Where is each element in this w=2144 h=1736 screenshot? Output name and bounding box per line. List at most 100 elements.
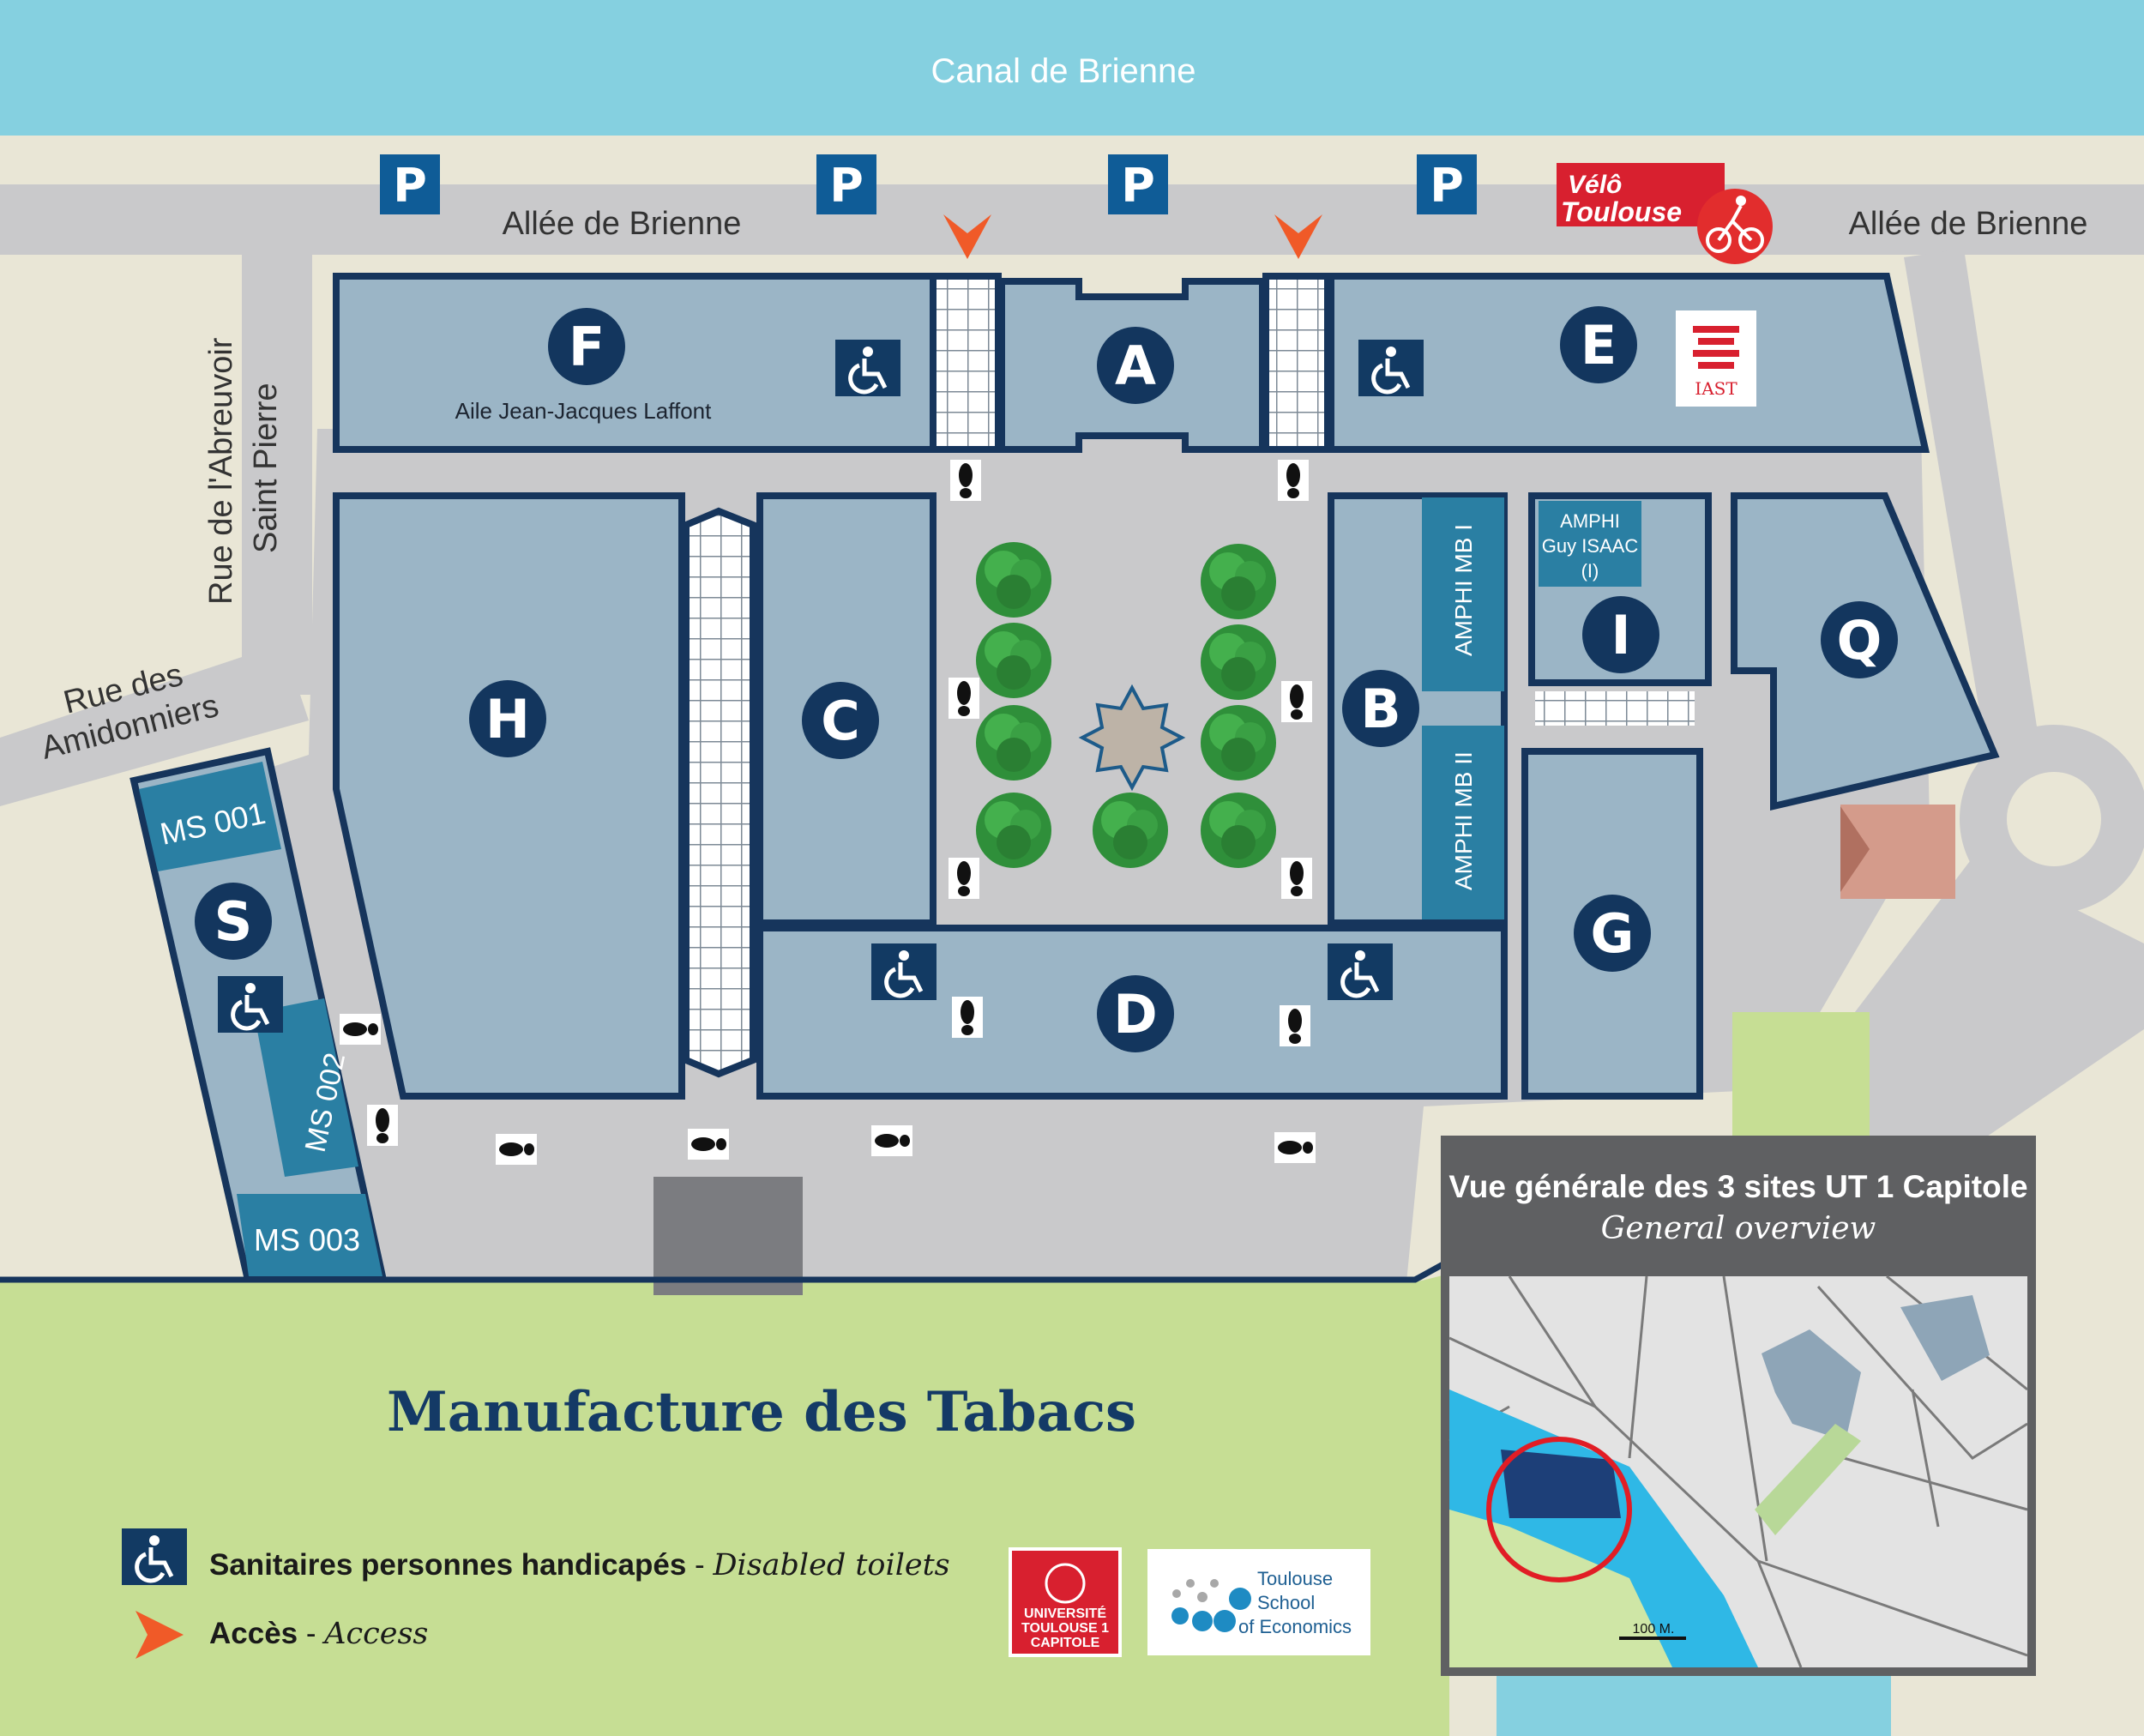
svg-text:UNIVERSITÉ: UNIVERSITÉ (1024, 1605, 1106, 1621)
tree (1201, 624, 1276, 700)
svg-text:School: School (1257, 1592, 1315, 1613)
tree (976, 623, 1051, 698)
letter-E[interactable]: E (1560, 306, 1637, 383)
entrance-foot-icon (950, 460, 981, 501)
entrance-foot-icon (1278, 460, 1309, 501)
tree (976, 793, 1051, 868)
tree (1201, 793, 1276, 868)
stairs-west (930, 273, 1002, 453)
svg-text:Q: Q (1837, 609, 1882, 672)
gate-block (653, 1177, 803, 1295)
abreuvoir-road (242, 249, 312, 695)
svg-text:MS 003: MS 003 (254, 1222, 360, 1257)
stairs-east (1262, 273, 1331, 453)
parking-sign-4: P (1417, 154, 1477, 214)
building-H[interactable] (333, 492, 685, 1100)
tree (976, 542, 1051, 618)
amphi-mb2 (1422, 726, 1504, 919)
canal-label: Canal de Brienne (930, 52, 1195, 90)
svg-text:P: P (393, 159, 427, 213)
overview-subtitle: General overview (1601, 1211, 1876, 1246)
overview-inset: Vue générale des 3 sites UT 1 Capitole G… (1441, 1136, 2036, 1676)
svg-text:P: P (1121, 159, 1155, 213)
tse-logo: Toulouse School of Economics (1147, 1549, 1370, 1655)
svg-text:Toulouse: Toulouse (1257, 1568, 1333, 1589)
entrance-foot-icon (340, 1014, 381, 1045)
river (1497, 1673, 1891, 1736)
letter-F[interactable]: F (548, 308, 625, 385)
letter-A[interactable]: A (1097, 327, 1174, 404)
entrance-foot-icon (688, 1129, 729, 1160)
east-road (1904, 249, 2041, 772)
amphi-isaac (1539, 501, 1641, 587)
letter-B[interactable]: B (1342, 670, 1419, 747)
svg-text:G: G (1591, 902, 1635, 965)
ut1-capitole-logo: UNIVERSITÉ TOULOUSE 1 CAPITOLE (1009, 1547, 1122, 1657)
entrance-foot-icon (952, 997, 983, 1038)
parking-sign-3: P (1108, 154, 1168, 214)
wheelchair-icon-e (1358, 340, 1424, 396)
canal (0, 0, 2144, 136)
svg-text:D: D (1113, 983, 1157, 1046)
legend-access-arrow-icon (136, 1611, 184, 1659)
wheelchair-icon-f (835, 340, 900, 396)
access-arrow-east (1274, 214, 1322, 259)
svg-text:C: C (821, 690, 860, 752)
svg-text:P: P (829, 159, 864, 213)
svg-text:AMPHI MB II: AMPHI MB II (1450, 751, 1477, 890)
amphi-mb1 (1422, 497, 1504, 691)
svg-text:F: F (569, 316, 605, 378)
letter-I[interactable]: I (1582, 596, 1659, 673)
svg-text:H: H (485, 688, 530, 750)
svg-text:AMPHI: AMPHI (1560, 510, 1620, 532)
entrance-foot-icon (1280, 1005, 1310, 1046)
legend-access: Accès - Access (209, 1617, 428, 1651)
iast-logo: IAST (1676, 310, 1756, 407)
ms003-block (237, 1194, 382, 1276)
ms002-block (254, 998, 358, 1177)
bike-icon (1697, 189, 1773, 264)
svg-text:P: P (1430, 159, 1464, 213)
velo-toulouse-logo: Vélô Toulouse (1557, 163, 1725, 227)
ms001-block (139, 762, 281, 871)
access-arrow-west (943, 214, 991, 259)
abreuvoir-label-1: Rue de l'Abreuvoir (203, 337, 239, 605)
svg-text:AMPHI MB I: AMPHI MB I (1450, 524, 1477, 656)
letter-D[interactable]: D (1097, 975, 1174, 1052)
wheelchair-icon-s (218, 976, 283, 1033)
svg-text:E: E (1581, 314, 1617, 377)
letter-C[interactable]: C (802, 682, 879, 759)
scale-label: 100 M. (1633, 1622, 1675, 1637)
allee-road (0, 184, 2144, 255)
letter-S[interactable]: S (195, 883, 272, 960)
parking-sign-2: P (816, 154, 876, 214)
amidonniers-road (0, 643, 309, 806)
svg-text:of Economics: of Economics (1238, 1616, 1352, 1637)
grass (0, 1274, 1449, 1736)
courtyard-star (1078, 684, 1186, 792)
svg-text:I: I (1611, 604, 1630, 666)
svg-text:IAST: IAST (1695, 378, 1737, 399)
tree (1201, 544, 1276, 619)
tree (1093, 793, 1168, 868)
svg-text:Vélô: Vélô (1568, 171, 1622, 199)
aile-label: Aile Jean-Jacques Laffont (455, 398, 712, 424)
entrance-foot-icon (367, 1105, 398, 1146)
letter-G[interactable]: G (1574, 895, 1651, 972)
overview-title: Vue générale des 3 sites UT 1 Capitole (1448, 1169, 2027, 1204)
letter-Q[interactable]: Q (1821, 601, 1898, 678)
abreuvoir-label-2: Saint Pierre (248, 383, 284, 553)
svg-text:S: S (214, 890, 253, 953)
tree (1201, 705, 1276, 781)
entrance-foot-icon (496, 1134, 537, 1165)
entrance-foot-icon (871, 1125, 912, 1156)
svg-text:Guy ISAAC: Guy ISAAC (1542, 535, 1639, 557)
svg-text:Toulouse: Toulouse (1561, 196, 1682, 227)
entrance-foot-icon (949, 858, 979, 899)
location-circle (1486, 1437, 1632, 1582)
letter-H[interactable]: H (469, 680, 546, 757)
stairs-central (683, 507, 756, 1078)
allee-left-label: Allée de Brienne (503, 206, 742, 242)
svg-text:TOULOUSE 1: TOULOUSE 1 (1021, 1621, 1109, 1636)
entrance-foot-icon (949, 678, 979, 719)
